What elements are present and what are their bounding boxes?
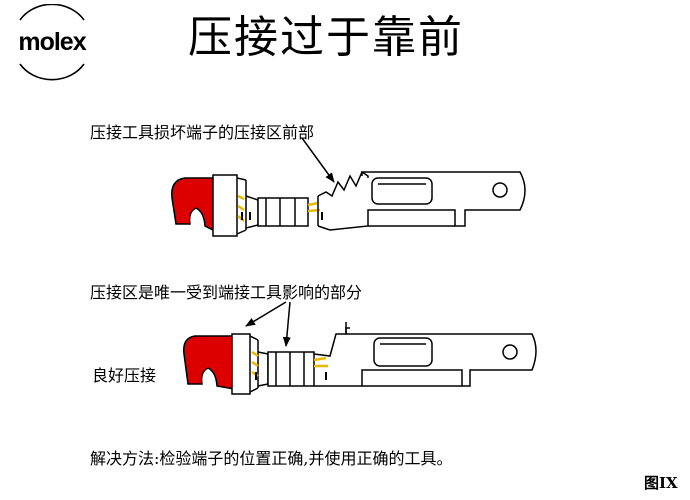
logo-text: molex	[18, 28, 86, 56]
bad-terminal-body	[329, 171, 526, 231]
bad-wire-insulation	[171, 177, 214, 232]
good-insulation-barrel	[231, 333, 251, 395]
bad-terminal-hole	[492, 182, 508, 198]
bad-crimp-caption: 压接工具损坏端子的压接区前部	[90, 123, 315, 142]
bad-crimp-arrow	[301, 137, 335, 183]
bad-damaged-section	[317, 170, 369, 198]
good-terminal-body	[314, 333, 537, 387]
crimp-zone-arrow-right	[282, 301, 291, 347]
figure-label: 图IX	[644, 474, 678, 492]
crimp-zone-arrow-left	[245, 301, 287, 327]
bad-insulation-barrel	[212, 174, 238, 237]
good-crimp-terminal	[182, 322, 537, 395]
good-crimp-label: 良好压接	[92, 366, 157, 385]
good-terminal-hole	[502, 344, 518, 360]
solution-text: 解决方法:检验端子的位置正确,并使用正确的工具。	[90, 449, 453, 468]
crimp-zone-caption: 压接区是唯一受到端接工具影响的部分	[90, 283, 363, 302]
good-conductor-crimp	[267, 351, 315, 387]
good-wire-insulation	[182, 335, 241, 391]
bad-crimp-terminal	[171, 170, 526, 237]
page-title: 压接过于靠前	[188, 12, 464, 63]
molex-logo: molex	[18, 4, 88, 81]
